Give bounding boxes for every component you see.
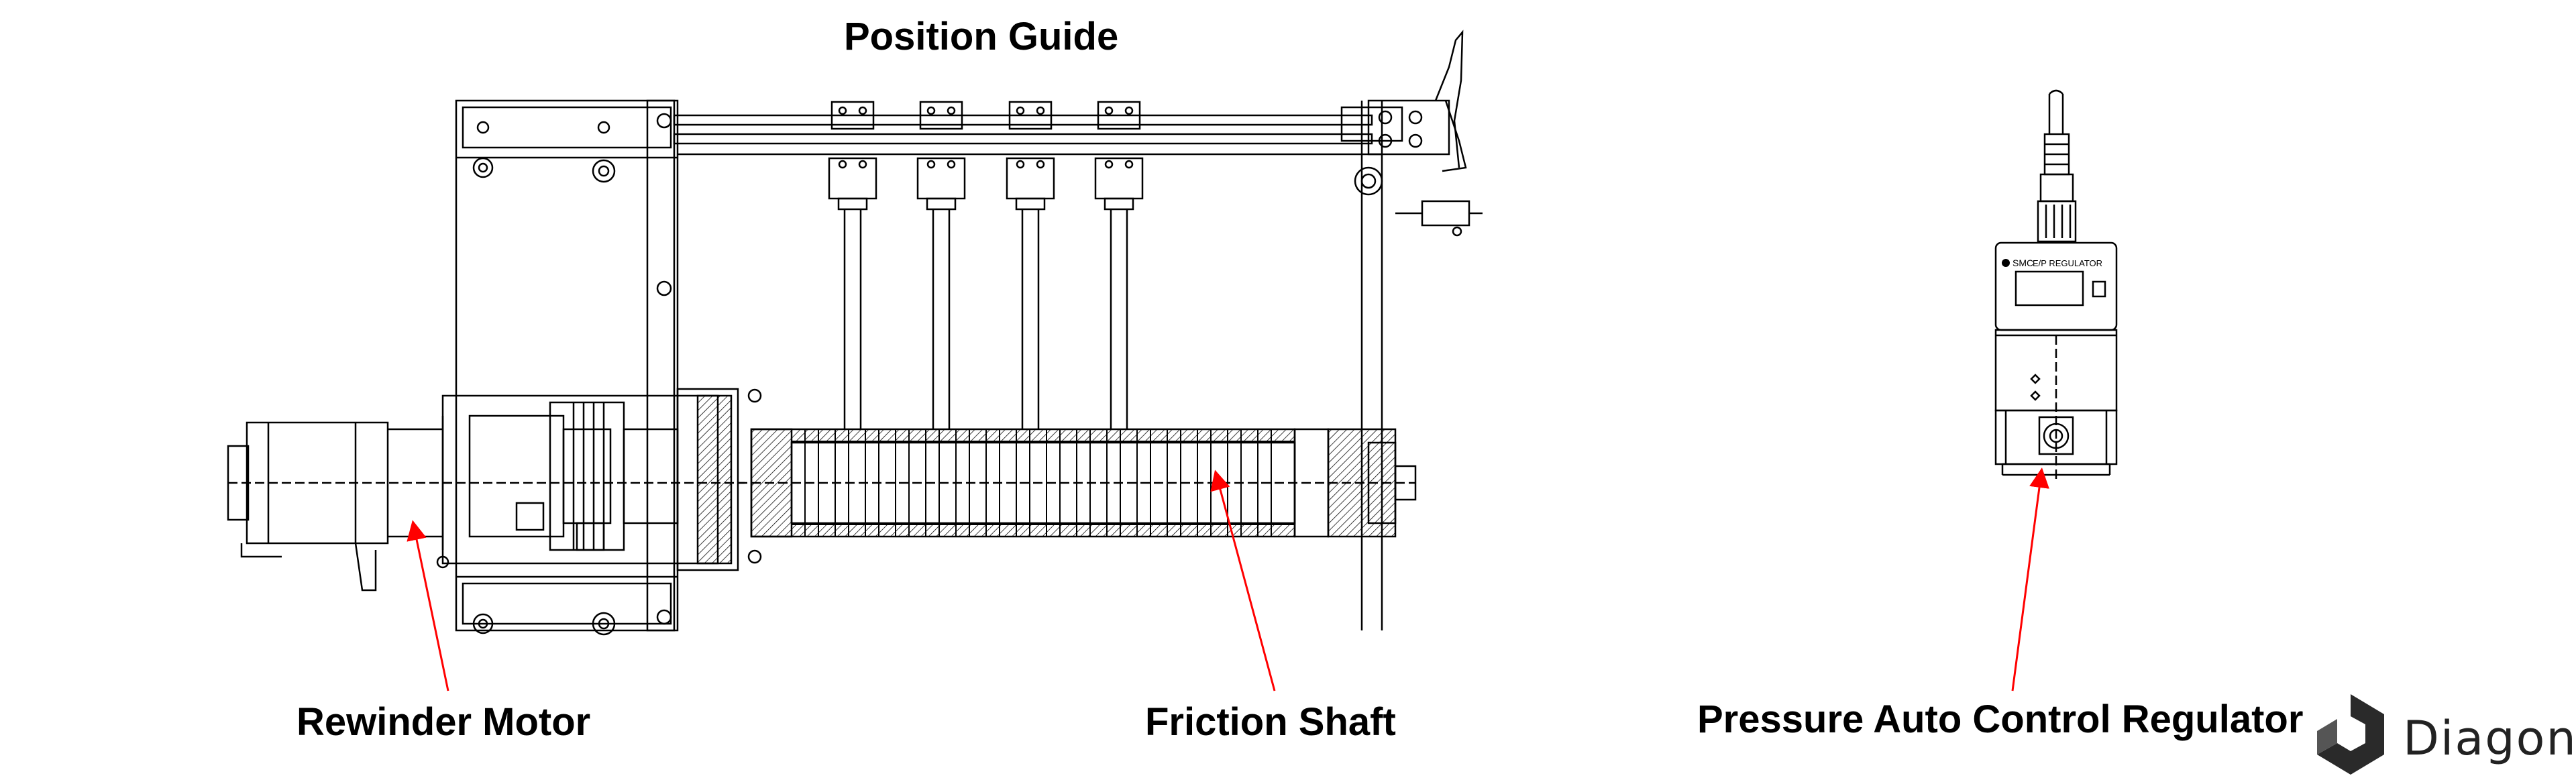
position-guide-4 [1094,101,1144,429]
regulator-brand-text: SMC [2012,258,2033,268]
position-guide-label: Position Guide [844,15,1119,58]
pressure-regulator [1994,89,2118,483]
friction-rings [791,429,1295,537]
frame-plate [436,99,679,636]
rewinder-motor-label: Rewinder Motor [297,700,591,744]
toggle-clamp [1395,30,1483,237]
position-guide-2 [916,101,966,429]
regulator-model-text: E/P REGULATOR [2033,258,2102,268]
friction-shaft-label: Friction Shaft [1145,700,1396,744]
motor-callout-arrow [407,520,449,691]
position-guide-1 [828,101,877,429]
diagon-logo-text: Diagon [2403,711,2576,766]
shaft-callout-arrow [1210,469,1276,691]
friction-shaft [738,428,1417,538]
diagon-logo: Diagon [2308,691,2576,777]
regulator-nameplate: SMC E/P REGULATOR [2002,258,2102,268]
position-guide-3 [1006,101,1055,429]
gear-box [441,388,762,571]
diagon-logo-icon [2317,694,2384,775]
regulator-callout-arrow [2011,467,2049,691]
pressure-regulator-label: Pressure Auto Control Regulator [1697,698,2304,741]
guide-rail [673,99,1450,630]
